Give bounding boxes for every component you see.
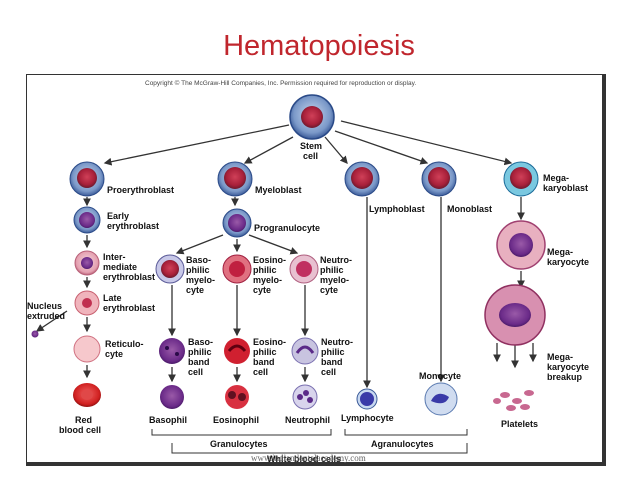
lymphocyte-cell (356, 388, 378, 410)
label-basophil: Basophil (149, 415, 187, 425)
label-reticulocyte-1: Reticulo- (105, 339, 144, 349)
label-neutrophilic-myelocyte-1: Neutro- (320, 255, 352, 265)
lineage-arrows (35, 120, 537, 389)
label-megakaryoblast-2: karyoblast (543, 183, 588, 193)
neutrophilic-band-cell (291, 337, 319, 365)
late-erythroblast-cell (74, 290, 100, 316)
megakaryoblast-cell (503, 161, 539, 197)
label-nucleus-extruded-2: extruded (27, 311, 65, 321)
label-neutrophilic-myelocyte-4: cyte (320, 285, 338, 295)
nucleus-extruded-dot (31, 330, 39, 338)
label-neutrophilic-band-4: cell (321, 367, 336, 377)
neutrophil-cell (292, 384, 318, 410)
neutrophilic-myelocyte-cell (289, 254, 319, 284)
watermark: www.indiandentalacademy.com (251, 453, 366, 463)
label-monocyte: Monocyte (419, 371, 461, 381)
label-megakaryocyte-breakup-3: breakup (547, 372, 583, 382)
label-megakaryocyte-2: karyocyte (547, 257, 589, 267)
label-late-erythroblast-1: Late (103, 293, 122, 303)
label-megakaryocyte-breakup-1: Mega- (547, 352, 573, 362)
eosinophilic-myelocyte-cell (222, 254, 252, 284)
label-early-erythroblast-1: Early (107, 211, 129, 221)
label-eosinophilic-myelocyte-3: myelo- (253, 275, 282, 285)
diagram-frame: Copyright © The McGraw-Hill Companies, I… (26, 74, 606, 466)
basophil-cell (160, 385, 184, 409)
eosinophilic-band-cell (224, 338, 250, 364)
stem-cell (289, 94, 335, 140)
label-myeloblast: Myeloblast (255, 185, 302, 195)
label-eosinophilic-band-3: band (253, 357, 275, 367)
early-erythroblast-cell (73, 206, 101, 234)
white-blood-cells-bracket (171, 443, 468, 454)
label-eosinophil: Eosinophil (213, 415, 259, 425)
label-reticulocyte-2: cyte (105, 349, 123, 359)
label-megakaryoblast-1: Mega- (543, 173, 569, 183)
label-late-erythroblast-2: erythroblast (103, 303, 155, 313)
label-megakaryocyte-breakup-2: karyocyte (547, 362, 589, 372)
label-stem-cell-2: cell (303, 151, 318, 161)
myeloblast-cell (217, 161, 253, 197)
label-neutrophilic-band-3: band (321, 357, 343, 367)
label-eosinophilic-band-2: philic (253, 347, 277, 357)
label-lymphocyte: Lymphocyte (341, 413, 394, 423)
granulocytes-bracket (151, 429, 332, 436)
red-blood-cell (73, 383, 101, 407)
basophilic-band-cell (159, 338, 185, 364)
slide-title: Hematopoiesis (223, 30, 415, 62)
copyright-notice: Copyright © The McGraw-Hill Companies, I… (145, 79, 416, 87)
label-agranulocytes: Agranulocytes (371, 439, 434, 449)
label-eosinophilic-myelocyte-1: Eosino- (253, 255, 286, 265)
label-basophilic-band-1: Baso- (188, 337, 213, 347)
intermediate-erythroblast-cell (74, 250, 100, 276)
label-basophilic-myelocyte-3: myelo- (186, 275, 215, 285)
label-intermediate-erythroblast-2: mediate (103, 262, 137, 272)
label-progranulocyte: Progranulocyte (254, 223, 320, 233)
label-basophilic-myelocyte-4: cyte (186, 285, 204, 295)
label-neutrophil: Neutrophil (285, 415, 330, 425)
platelets-cluster (493, 390, 534, 411)
label-red-blood-cell-2: blood cell (59, 425, 101, 435)
label-eosinophilic-myelocyte-2: philic (253, 265, 277, 275)
label-eosinophilic-myelocyte-4: cyte (253, 285, 271, 295)
label-basophilic-myelocyte-1: Baso- (186, 255, 211, 265)
label-red-blood-cell-1: Red (75, 415, 92, 425)
progranulocyte-cell (222, 208, 252, 238)
megakaryocyte-breakup-cell (484, 284, 546, 346)
label-nucleus-extruded-1: Nucleus (27, 301, 62, 311)
label-eosinophilic-band-1: Eosino- (253, 337, 286, 347)
label-monoblast: Monoblast (447, 204, 492, 214)
label-platelets: Platelets (501, 419, 538, 429)
megakaryocyte-cell (496, 220, 546, 270)
label-stem-cell-1: Stem (300, 141, 322, 151)
proerythroblast-cell (69, 161, 105, 197)
label-neutrophilic-band-2: philic (321, 347, 345, 357)
label-neutrophilic-band-1: Neutro- (321, 337, 353, 347)
label-basophilic-band-4: cell (188, 367, 203, 377)
reticulocyte-cell (73, 335, 101, 363)
label-white-blood-cells: White blood cells (267, 454, 341, 463)
label-megakaryocyte-1: Mega- (547, 247, 573, 257)
label-neutrophilic-myelocyte-2: philic (320, 265, 344, 275)
hematopoiesis-diagram: Copyright © The McGraw-Hill Companies, I… (27, 79, 589, 464)
label-neutrophilic-myelocyte-3: myelo- (320, 275, 349, 285)
monocyte-cell (424, 382, 458, 416)
label-lymphoblast: Lymphoblast (369, 204, 425, 214)
eosinophil-cell (225, 385, 249, 409)
label-intermediate-erythroblast-1: Inter- (103, 252, 126, 262)
label-early-erythroblast-2: erythroblast (107, 221, 159, 231)
label-basophilic-band-3: band (188, 357, 210, 367)
basophilic-myelocyte-cell (155, 254, 185, 284)
label-granulocytes: Granulocytes (210, 439, 268, 449)
label-basophilic-myelocyte-2: philic (186, 265, 210, 275)
monoblast-cell (421, 161, 457, 197)
label-intermediate-erythroblast-3: erythroblast (103, 272, 155, 282)
lymphoblast-cell (344, 161, 380, 197)
label-basophilic-band-2: philic (188, 347, 212, 357)
label-eosinophilic-band-4: cell (253, 367, 268, 377)
agranulocytes-bracket (344, 429, 468, 436)
label-proerythroblast: Proerythroblast (107, 185, 174, 195)
